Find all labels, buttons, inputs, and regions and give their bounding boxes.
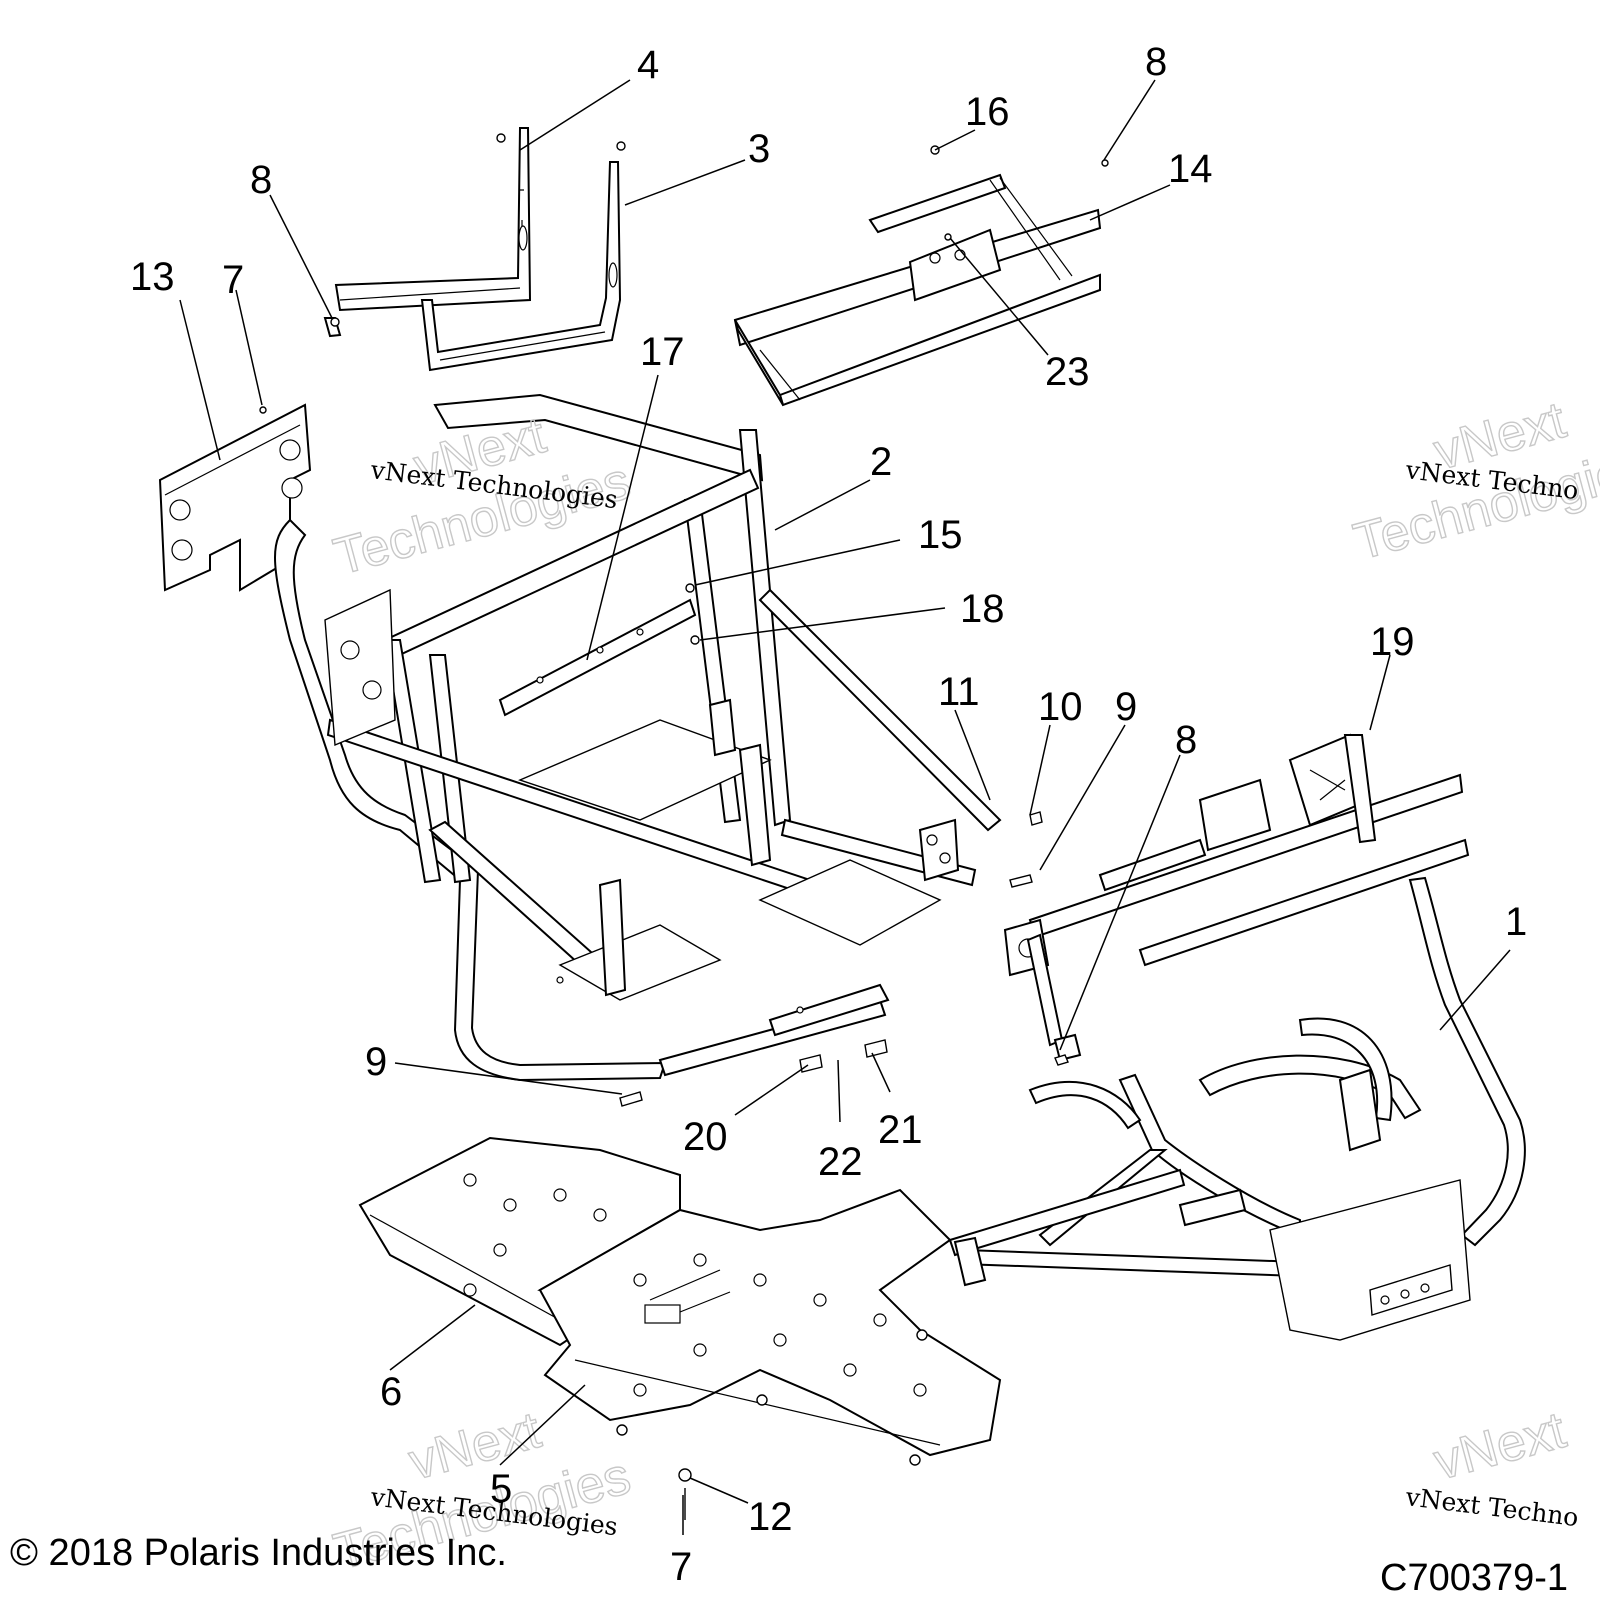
callout-21: 21 — [878, 1108, 923, 1152]
callout-3: 3 — [748, 127, 770, 171]
callout-8-top: 8 — [1145, 40, 1167, 84]
callout-23: 23 — [1045, 350, 1090, 394]
callout-5: 5 — [490, 1467, 512, 1511]
skid-plate-5 — [538, 1188, 1002, 1457]
seat-bracket-4 — [323, 127, 532, 338]
callout-20: 20 — [683, 1115, 728, 1159]
rear-frame-rail-14 — [733, 173, 1102, 407]
callout-16: 16 — [965, 90, 1010, 134]
callout-17: 17 — [640, 330, 685, 374]
callout-22: 22 — [818, 1140, 863, 1184]
callout-14: 14 — [1168, 147, 1213, 191]
callout-10: 10 — [1038, 685, 1083, 729]
callout-12: 12 — [748, 1495, 793, 1539]
callout-7-top: 7 — [222, 258, 244, 302]
callout-9-left: 9 — [365, 1040, 387, 1084]
callout-15: 15 — [918, 513, 963, 557]
callout-8-right: 8 — [1175, 718, 1197, 762]
callout-18: 18 — [960, 587, 1005, 631]
front-frame-1 — [948, 876, 1526, 1341]
callout-6: 6 — [380, 1370, 402, 1414]
callout-13: 13 — [130, 255, 175, 299]
diagram-code: C700379-1 — [1380, 1557, 1568, 1599]
callout-8-left: 8 — [250, 158, 272, 202]
callout-4: 4 — [637, 43, 659, 87]
callout-19: 19 — [1370, 620, 1415, 664]
callout-2: 2 — [870, 440, 892, 484]
fasteners — [259, 133, 1109, 1520]
watermark-vnext-bottom-right: vNext — [1428, 1401, 1572, 1492]
seat-bracket-3 — [420, 161, 622, 372]
main-frame-2 — [274, 393, 1002, 1082]
leader-lines — [179, 79, 1511, 1535]
skid-plate-6 — [358, 1136, 681, 1347]
copyright-text: © 2018 Polaris Industries Inc. — [10, 1532, 507, 1574]
front-upper-frame-19 — [1003, 733, 1470, 1062]
rear-bracket-13 — [158, 403, 312, 592]
callout-labels: 1 2 3 4 5 6 7 7 8 8 8 9 9 10 11 12 13 14… — [130, 40, 1527, 1589]
callout-7-bottom: 7 — [670, 1545, 692, 1589]
callout-9-right: 9 — [1115, 685, 1137, 729]
watermark-serif-bottom-right: vNext Techno — [1403, 1482, 1580, 1532]
callout-1: 1 — [1505, 900, 1527, 944]
callout-11: 11 — [938, 670, 980, 714]
